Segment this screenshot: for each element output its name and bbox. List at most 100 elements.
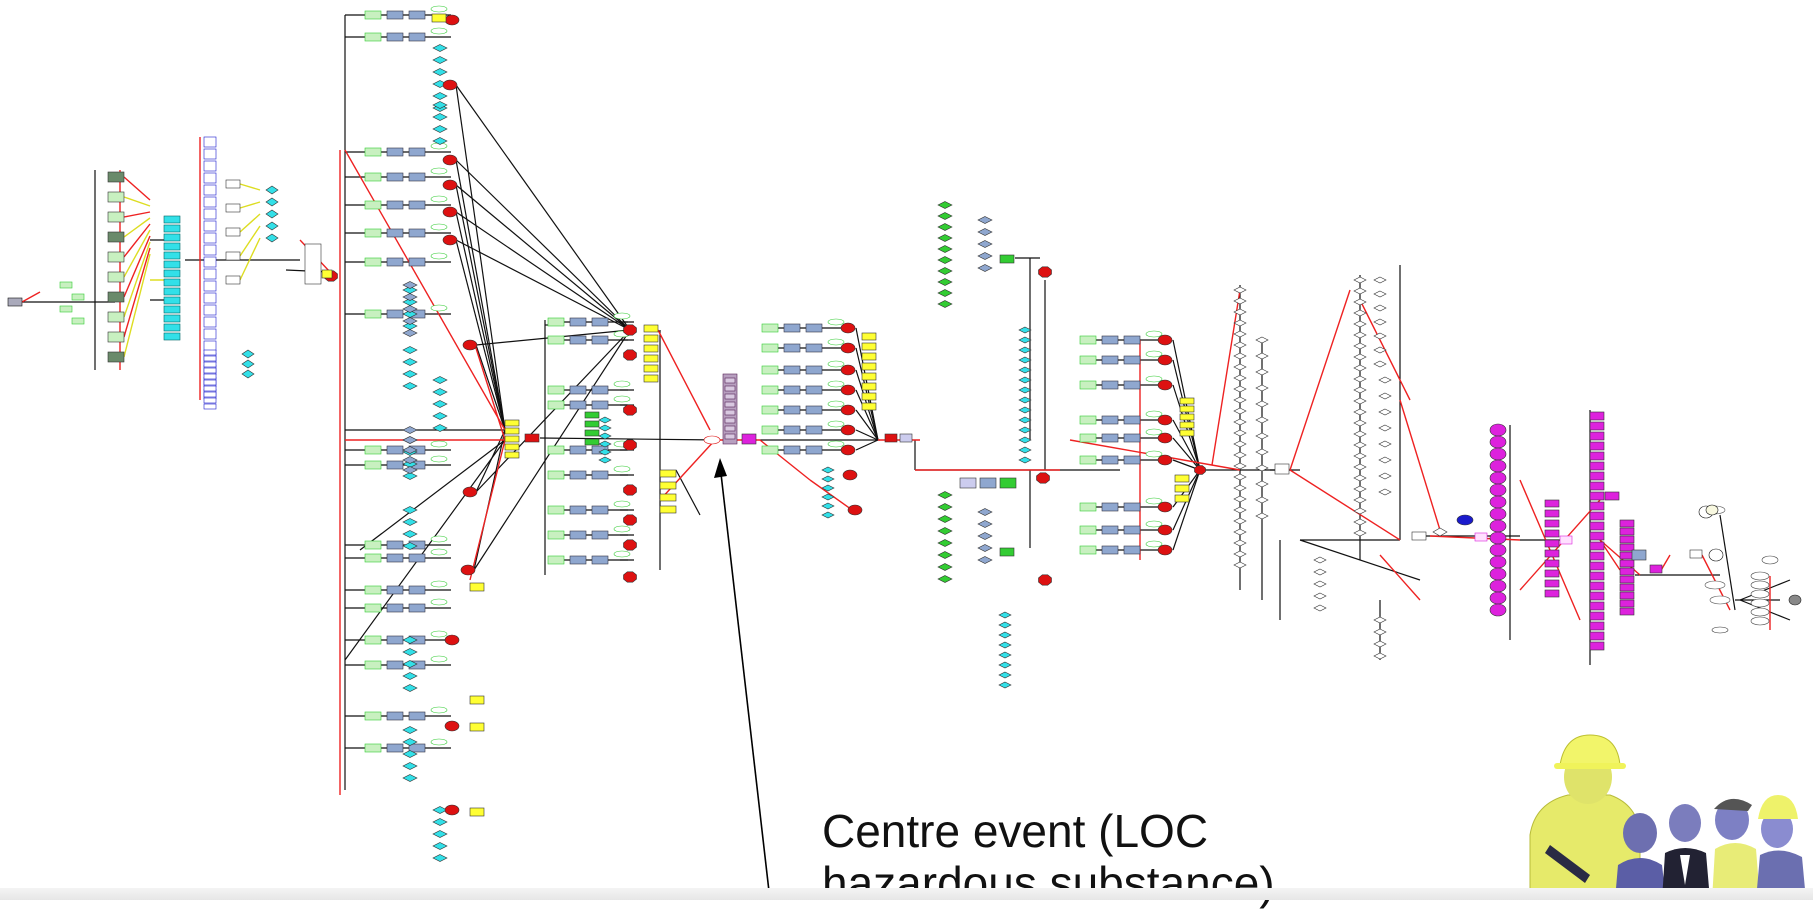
diagram-box (524, 433, 540, 443)
connector-line (1519, 499, 1601, 591)
diagram-diamond (1373, 346, 1387, 354)
diagram-box (547, 445, 565, 455)
diagram-box (386, 711, 404, 721)
diagram-box (1123, 380, 1141, 390)
diagram-box (386, 172, 404, 182)
diagram-ellipse (442, 154, 458, 166)
diagram-box (1123, 455, 1141, 465)
diagram-ellipse (847, 504, 863, 516)
diagram-diamond (1353, 485, 1367, 493)
diagram-box (386, 460, 404, 470)
diagram-diamond (1255, 368, 1269, 376)
diagram-diamond (402, 293, 418, 301)
diagram-diamond (402, 506, 418, 514)
diagram-box (7, 297, 23, 307)
diagram-ellipse (840, 342, 856, 354)
diagram-box (364, 200, 382, 210)
diagram-box (1079, 355, 1097, 365)
diagram-ellipse (1489, 567, 1507, 581)
diagram-diamond (1255, 496, 1269, 504)
diagram-diamond (1353, 463, 1367, 471)
diagram-box (805, 425, 823, 435)
diagram-diamond (1255, 448, 1269, 456)
diagram-box (163, 287, 181, 296)
diagram-box (203, 340, 217, 352)
diagram-box (805, 445, 823, 455)
diagram-box (1589, 461, 1605, 471)
diagram-box (504, 451, 520, 459)
diagram-ellipse (442, 206, 458, 218)
diagram-box (547, 530, 565, 540)
diagram-diamond (432, 113, 448, 121)
diagram-ellipse (430, 598, 448, 606)
diagram-diamond (1233, 429, 1247, 437)
diagram-box (659, 493, 677, 502)
diagram-box (761, 385, 779, 395)
connector-line (1289, 289, 1351, 471)
diagram-box (203, 403, 217, 410)
diagram-ellipse (444, 634, 460, 646)
diagram-diamond (1233, 374, 1247, 382)
diagram-box (1589, 631, 1605, 641)
diagram-diamond (1233, 462, 1247, 470)
diagram-ellipse (840, 404, 856, 416)
diagram-box (1174, 494, 1190, 503)
diagram-ellipse (430, 655, 448, 663)
diagram-ellipse (430, 738, 448, 746)
diagram-box (1619, 543, 1635, 552)
diagram-box (1619, 559, 1635, 568)
diagram-diamond (1233, 407, 1247, 415)
diagram-ellipse (1489, 603, 1507, 617)
diagram-box (1589, 471, 1605, 481)
diagram-box (1589, 571, 1605, 581)
connector-line (123, 217, 151, 238)
diagram-diamond (1255, 512, 1269, 520)
diagram-box (861, 352, 877, 361)
diagram-box (861, 382, 877, 391)
diagram-diamond (432, 806, 448, 814)
diagram-box (724, 401, 736, 408)
diagram-diamond (432, 842, 448, 850)
diagram-ellipse (840, 364, 856, 376)
connector-line (855, 429, 879, 441)
diagram-ellipse (1489, 435, 1507, 449)
diagram-ellipse (1145, 375, 1163, 383)
diagram-ellipse (613, 380, 631, 388)
diagram-box (761, 365, 779, 375)
diagram-diamond (1018, 426, 1032, 434)
diagram-box (1544, 499, 1560, 508)
diagram-diamond (1378, 376, 1392, 384)
diagram-diamond (1018, 456, 1032, 464)
diagram-box (1101, 380, 1119, 390)
diagram-diamond (402, 426, 418, 434)
diagram-box (1101, 545, 1119, 555)
diagram-diamond (1373, 332, 1387, 340)
diagram-octagon (623, 439, 637, 451)
diagram-box (203, 367, 217, 374)
diagram-ellipse (827, 400, 845, 408)
diagram-diamond (432, 137, 448, 145)
diagram-diamond (977, 532, 993, 540)
connector-line (657, 329, 711, 431)
diagram-box (591, 470, 609, 480)
diagram-box (386, 553, 404, 563)
diagram-ellipse (1157, 501, 1173, 513)
workers-illustration-icon (1529, 734, 1806, 900)
diagram-diamond (1233, 341, 1247, 349)
diagram-diamond (1373, 628, 1387, 636)
diagram-ellipse (442, 179, 458, 191)
diagram-box (591, 317, 609, 327)
diagram-box (569, 335, 587, 345)
diagram-ellipse (1709, 595, 1731, 605)
diagram-box (225, 227, 241, 237)
diagram-ellipse (1489, 519, 1507, 533)
diagram-box (1589, 511, 1605, 521)
diagram-box (203, 244, 217, 256)
diagram-diamond (1353, 331, 1367, 339)
diagram-diamond (402, 370, 418, 378)
diagram-ellipse (1489, 531, 1507, 545)
diagram-box (547, 555, 565, 565)
diagram-ellipse (703, 435, 721, 445)
diagram-diamond (402, 305, 418, 313)
